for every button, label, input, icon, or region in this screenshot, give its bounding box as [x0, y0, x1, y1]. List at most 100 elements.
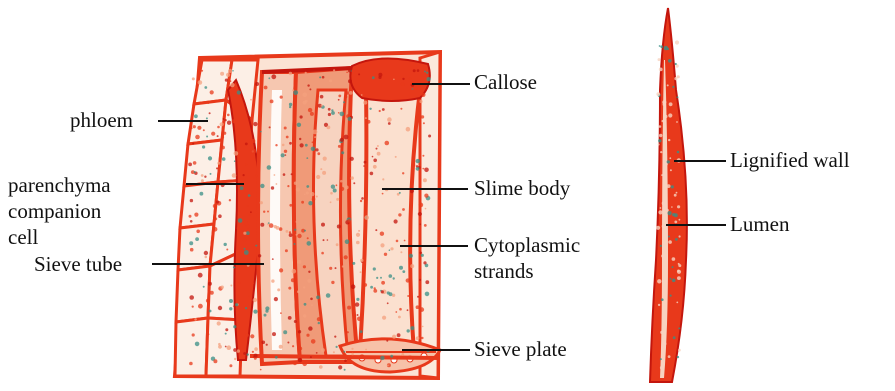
speckle: [668, 211, 672, 215]
label-cytoplasmic-strands: Cytoplasmic strands: [474, 232, 580, 284]
speckle: [327, 126, 331, 130]
speckle: [243, 238, 247, 242]
speckle: [216, 167, 218, 169]
speckle: [192, 306, 194, 308]
speckle: [308, 271, 310, 273]
speckle: [389, 274, 393, 278]
speckle: [675, 63, 677, 65]
speckle: [190, 248, 194, 252]
phloem-tissue-section: [175, 52, 440, 378]
speckle: [275, 144, 277, 146]
speckle: [667, 184, 671, 188]
speckle: [289, 103, 292, 106]
speckle: [365, 349, 367, 351]
speckle: [390, 355, 393, 358]
speckle: [294, 320, 297, 323]
fibre-outline: [650, 8, 687, 382]
speckle: [666, 209, 669, 212]
speckle: [374, 287, 376, 289]
speckle: [336, 346, 338, 348]
speckle: [253, 310, 257, 314]
speckle: [243, 174, 245, 176]
speckle: [296, 234, 298, 236]
speckle: [320, 95, 324, 99]
speckle: [678, 264, 681, 267]
speckle: [335, 267, 337, 269]
speckle: [424, 224, 427, 227]
speckle: [310, 112, 314, 116]
speckle: [291, 173, 293, 175]
speckle: [191, 127, 193, 129]
speckle: [673, 336, 676, 339]
speckle: [194, 171, 196, 173]
speckle: [319, 76, 321, 78]
speckle: [277, 288, 280, 291]
speckle: [298, 358, 302, 362]
speckle: [402, 270, 405, 273]
speckle: [247, 225, 250, 228]
speckle: [412, 88, 414, 90]
speckle: [376, 148, 378, 150]
speckle: [260, 184, 264, 188]
speckle: [283, 330, 287, 334]
speckle: [234, 151, 239, 156]
speckle: [263, 211, 265, 213]
speckle: [341, 151, 344, 154]
speckle: [382, 316, 386, 320]
speckle: [413, 69, 416, 72]
speckle: [227, 114, 230, 117]
speckle: [286, 136, 289, 139]
speckle: [389, 249, 391, 251]
speckle: [375, 229, 377, 231]
speckle: [345, 185, 349, 189]
speckle: [661, 174, 663, 176]
speckle: [222, 157, 226, 161]
speckle: [344, 351, 346, 353]
speckle: [369, 108, 371, 110]
speckle: [419, 323, 421, 325]
speckle: [364, 283, 368, 287]
speckle: [351, 348, 353, 350]
speckle: [678, 349, 681, 352]
speckle: [377, 152, 381, 156]
speckle: [386, 340, 388, 342]
speckle: [338, 95, 341, 98]
speckle: [409, 77, 412, 80]
speckle: [291, 278, 295, 282]
speckle: [289, 204, 292, 207]
speckle: [350, 157, 354, 161]
speckle: [360, 200, 362, 202]
speckle: [344, 369, 346, 371]
label-slime-body: Slime body: [474, 176, 570, 200]
speckle: [658, 144, 660, 146]
speckle: [228, 69, 232, 73]
speckle: [204, 86, 207, 89]
speckle: [395, 311, 397, 313]
speckle: [401, 353, 404, 356]
speckle: [330, 192, 333, 195]
speckle: [392, 294, 395, 297]
speckle: [373, 159, 377, 163]
speckle: [230, 80, 232, 82]
speckle: [303, 265, 306, 268]
speckle: [305, 144, 308, 147]
label-lignified-wall: Lignified wall: [730, 148, 850, 172]
speckle: [662, 201, 666, 205]
speckle: [217, 126, 220, 129]
speckle: [235, 303, 238, 306]
speckle: [373, 289, 377, 293]
speckle: [356, 241, 360, 245]
speckle: [227, 121, 231, 125]
speckle: [232, 70, 234, 72]
speckle: [347, 306, 351, 310]
speckle: [665, 163, 668, 166]
speckle: [389, 292, 393, 296]
speckle: [267, 165, 272, 170]
speckle: [417, 69, 420, 72]
speckle: [396, 240, 399, 243]
speckle: [394, 219, 398, 223]
speckle: [390, 247, 393, 250]
speckle: [294, 243, 296, 245]
speckle: [420, 252, 423, 255]
speckle: [416, 165, 418, 167]
